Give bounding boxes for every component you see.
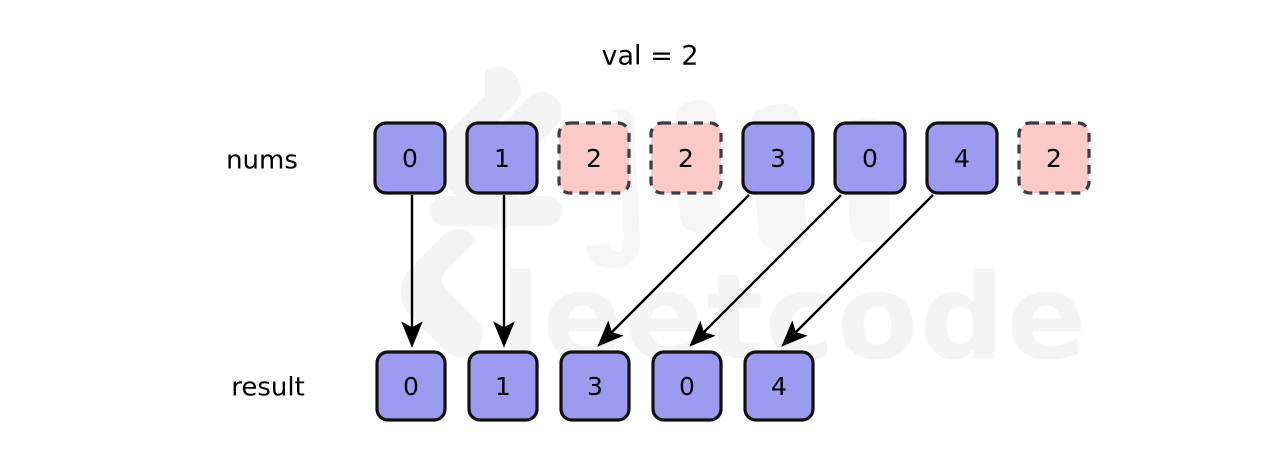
cell-value: 1 bbox=[495, 372, 511, 401]
cell-box bbox=[557, 121, 631, 195]
result-cell-3[interactable]: 0 bbox=[651, 350, 723, 422]
nums-row: 0 1 2 2 3 0 4 bbox=[373, 121, 1091, 195]
cell-box bbox=[925, 121, 999, 195]
result-row: 0 1 3 0 4 bbox=[375, 350, 815, 422]
nums-cell-4[interactable]: 3 bbox=[741, 121, 815, 195]
result-cell-0[interactable]: 0 bbox=[375, 350, 447, 422]
cell-box bbox=[833, 121, 907, 195]
cell-box bbox=[1017, 121, 1091, 195]
row-label-result: result bbox=[231, 373, 305, 403]
cell-value: 2 bbox=[678, 144, 694, 173]
nums-cell-5[interactable]: 0 bbox=[833, 121, 907, 195]
arrow-group bbox=[401, 194, 934, 348]
arrow-6-to-4 bbox=[781, 194, 934, 347]
cell-box bbox=[373, 121, 447, 195]
cell-value: 2 bbox=[1046, 144, 1062, 173]
result-cell-4[interactable]: 4 bbox=[743, 350, 815, 422]
cell-value: 4 bbox=[954, 144, 970, 173]
cell-value: 0 bbox=[679, 372, 695, 401]
nums-cell-1[interactable]: 1 bbox=[465, 121, 539, 195]
cell-value: 2 bbox=[586, 144, 602, 173]
result-cell-2[interactable]: 3 bbox=[559, 350, 631, 422]
cell-box bbox=[743, 350, 815, 422]
arrow-5-to-3 bbox=[689, 194, 842, 347]
arrow-4-to-2 bbox=[597, 194, 750, 347]
cell-value: 0 bbox=[403, 372, 419, 401]
page-title: val = 2 bbox=[602, 41, 699, 72]
cell-value: 3 bbox=[770, 144, 786, 173]
nums-cell-0[interactable]: 0 bbox=[373, 121, 447, 195]
cell-box bbox=[375, 350, 447, 422]
nums-cell-3[interactable]: 2 bbox=[649, 121, 723, 195]
nums-cell-6[interactable]: 4 bbox=[925, 121, 999, 195]
cell-value: 0 bbox=[402, 144, 418, 173]
cell-box bbox=[741, 121, 815, 195]
row-label-nums: nums bbox=[226, 146, 298, 176]
cell-value: 0 bbox=[862, 144, 878, 173]
cell-value: 3 bbox=[587, 372, 603, 401]
cell-box bbox=[649, 121, 723, 195]
cell-box bbox=[467, 350, 539, 422]
cell-value: 1 bbox=[494, 144, 510, 173]
nums-cell-7[interactable]: 2 bbox=[1017, 121, 1091, 195]
cell-box bbox=[465, 121, 539, 195]
cell-value: 4 bbox=[771, 372, 787, 401]
cell-box bbox=[559, 350, 631, 422]
result-cell-1[interactable]: 1 bbox=[467, 350, 539, 422]
nums-cell-2[interactable]: 2 bbox=[557, 121, 631, 195]
cell-box bbox=[651, 350, 723, 422]
